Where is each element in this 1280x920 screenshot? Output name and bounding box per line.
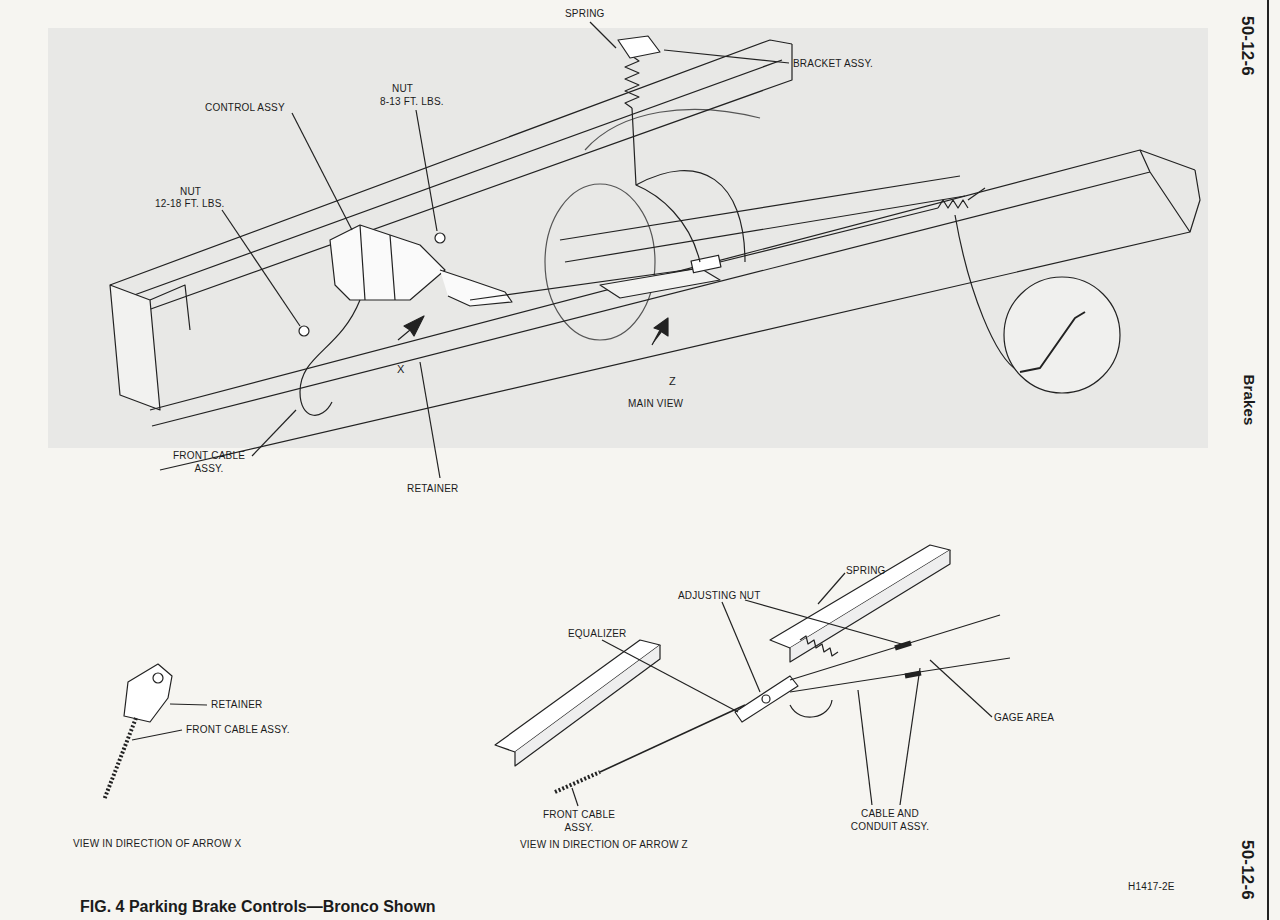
- pedal: [440, 270, 512, 306]
- front-cable-rod: [555, 772, 600, 792]
- lever: [1020, 312, 1085, 372]
- leader-line: [745, 600, 905, 645]
- main-view: [110, 22, 1200, 478]
- view-letter: Z: [669, 374, 676, 388]
- leader-line: [722, 602, 760, 692]
- retainer-hole: [153, 673, 163, 683]
- view-title: VIEW IN DIRECTION OF ARROW Z: [520, 838, 688, 851]
- crossmember: [110, 285, 160, 410]
- bracket: [618, 36, 660, 58]
- part-label: GAGE AREA: [994, 711, 1054, 724]
- drum: [545, 184, 655, 340]
- backing-plate: [1004, 277, 1120, 393]
- clip: [790, 700, 832, 717]
- leader-line: [170, 704, 207, 705]
- leader-line: [420, 362, 440, 478]
- torque-spec: 8-13 FT. LBS.: [380, 95, 444, 108]
- view-letter: X: [397, 362, 405, 376]
- cable: [790, 658, 1010, 692]
- crossmember: [565, 196, 965, 262]
- section-title: Brakes: [1240, 374, 1258, 425]
- frame-rail: [110, 40, 792, 285]
- part-label: EQUALIZER: [568, 627, 626, 640]
- cable: [790, 615, 1000, 680]
- equalizer: [691, 255, 721, 273]
- page-rule: [1267, 0, 1269, 920]
- nut: [435, 233, 445, 243]
- part-label: BRACKET ASSY.: [793, 57, 873, 70]
- part-label: RETAINER: [407, 482, 458, 495]
- front-cable-rod: [104, 718, 136, 800]
- leader-line: [572, 788, 578, 806]
- part-label: RETAINER: [211, 698, 262, 711]
- frame-rail: [152, 172, 1150, 426]
- part-label: CABLE AND CONDUIT ASSY.: [838, 807, 942, 833]
- view-z: [495, 545, 1010, 806]
- part-label: CONTROL ASSY: [205, 101, 285, 114]
- page-number: 50-12-6: [1237, 16, 1257, 76]
- part-label: FRONT CABLE ASSY.: [536, 808, 622, 834]
- view-arrow: [652, 318, 668, 345]
- leader-line: [590, 22, 616, 48]
- frame-rail: [115, 60, 782, 302]
- frame-rail: [160, 170, 1200, 470]
- adjusting-nut: [762, 695, 770, 703]
- bracket: [968, 188, 985, 200]
- leader-line: [132, 730, 182, 740]
- frame-rail: [1140, 150, 1190, 232]
- control-assy: [360, 225, 395, 300]
- cable: [632, 108, 700, 262]
- spring: [938, 200, 968, 208]
- channel: [495, 640, 660, 752]
- part-label: SPRING: [846, 564, 886, 577]
- equalizer: [735, 676, 798, 722]
- wheel-well: [585, 109, 760, 150]
- spring: [625, 56, 639, 108]
- leader-line: [930, 660, 992, 717]
- front-cable-rod: [600, 705, 745, 772]
- part-label: ADJUSTING NUT: [678, 589, 761, 602]
- part-label: FRONT CABLE ASSY.: [166, 449, 252, 475]
- leader-line: [664, 50, 789, 63]
- leader-line: [900, 668, 920, 805]
- crossmember: [150, 285, 190, 330]
- frame-rail: [150, 150, 1195, 410]
- view-title: VIEW IN DIRECTION OF ARROW X: [73, 837, 241, 850]
- leader-line: [222, 210, 300, 326]
- view-arrow: [398, 316, 424, 340]
- photo-ground: [48, 28, 1208, 448]
- leader-line: [602, 640, 738, 712]
- spring: [800, 636, 838, 656]
- channel: [790, 550, 950, 662]
- leader-line: [818, 573, 845, 604]
- cable: [470, 268, 700, 300]
- part-label: NUT: [392, 82, 413, 95]
- part-label: NUT: [180, 185, 201, 198]
- channel: [515, 645, 660, 766]
- leader-line: [858, 690, 872, 805]
- leader-line: [252, 410, 296, 456]
- cable: [720, 208, 938, 262]
- view-title: MAIN VIEW: [628, 397, 683, 410]
- front-cable: [300, 300, 360, 415]
- part-label: FRONT CABLE ASSY.: [186, 723, 290, 736]
- leader-line: [292, 113, 352, 230]
- nut: [299, 326, 309, 336]
- leader-line: [416, 110, 437, 231]
- part-label: SPRING: [565, 7, 605, 20]
- conduit-fitting: [895, 643, 921, 676]
- cable-bracket: [600, 268, 720, 298]
- retainer: [124, 664, 172, 722]
- control-assy: [330, 225, 445, 300]
- cable: [636, 171, 745, 262]
- figure-code: H1417-2E: [1128, 880, 1175, 893]
- figure-caption: FIG. 4 Parking Brake Controls—Bronco Sho…: [80, 898, 436, 916]
- frame-rail: [120, 44, 792, 320]
- torque-spec: 12-18 FT. LBS.: [155, 197, 225, 210]
- page-number: 50-12-6: [1237, 840, 1257, 900]
